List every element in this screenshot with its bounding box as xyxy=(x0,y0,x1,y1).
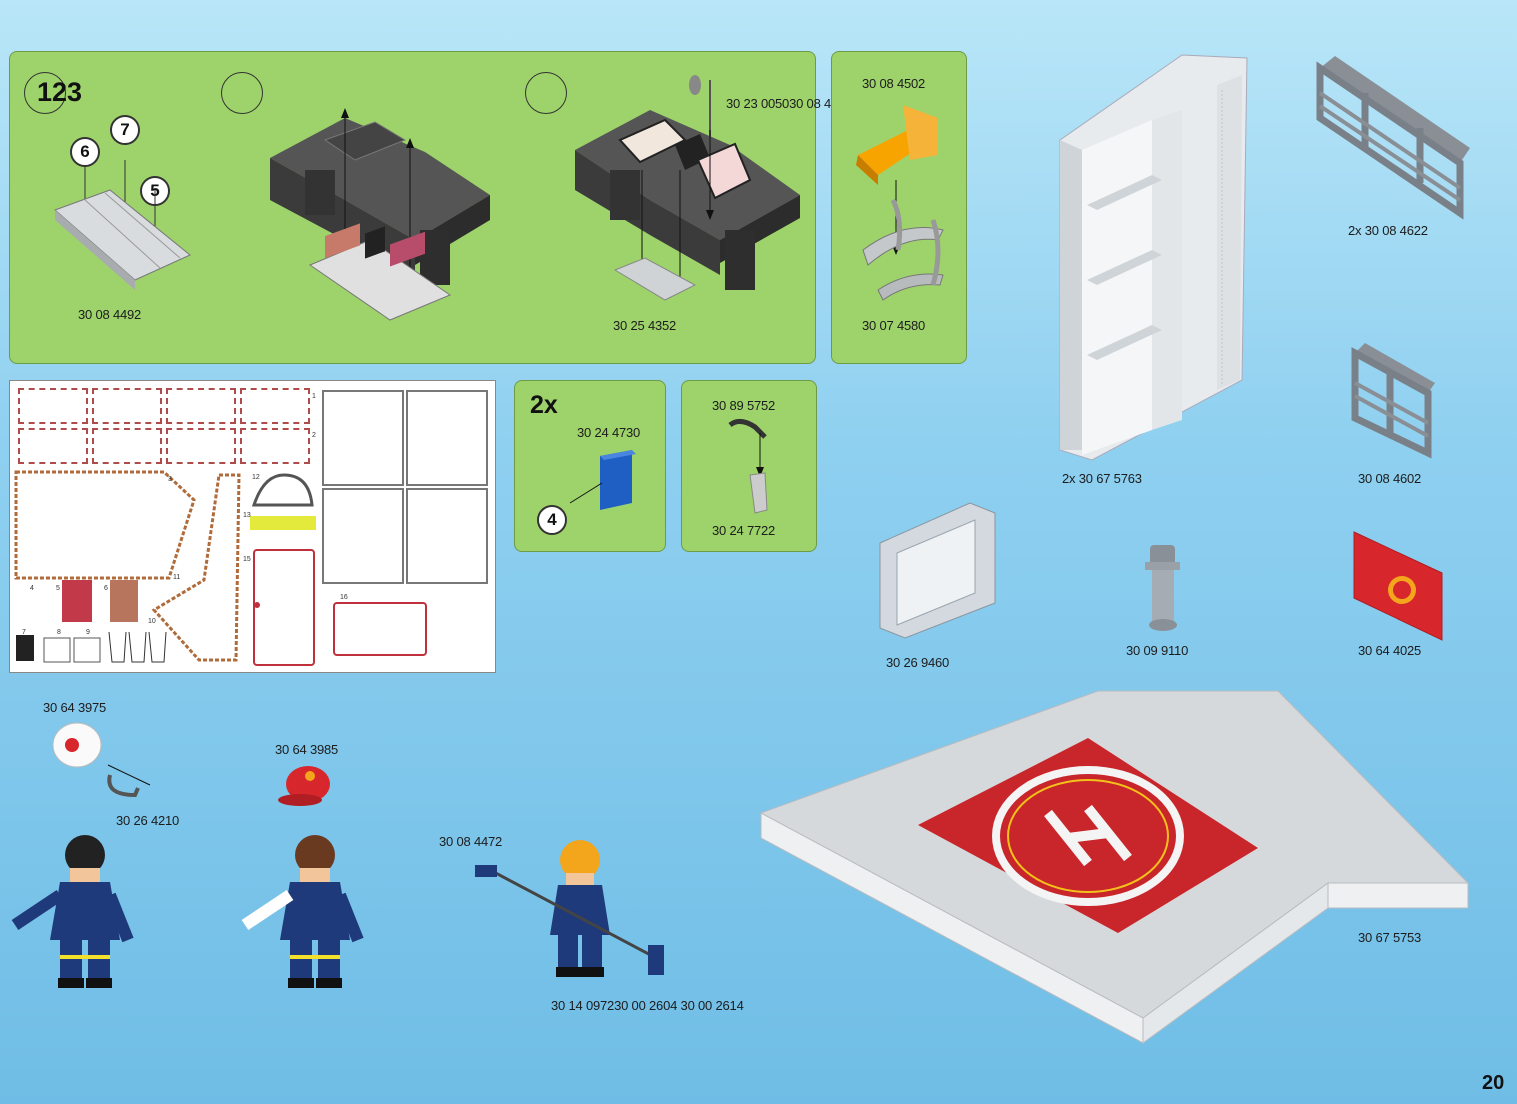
sticker-label-9: 9 xyxy=(86,629,90,636)
firefighter-1-illustration xyxy=(11,835,134,988)
part-label-shelf: 2x 30 67 5763 xyxy=(1062,471,1142,486)
sticker-1c xyxy=(166,388,236,424)
window-illustration xyxy=(879,502,996,639)
clip-illustration xyxy=(728,419,768,514)
part-label-helipad: 30 67 5753 xyxy=(1358,930,1422,945)
part-label-fence-small: 30 08 4602 xyxy=(1358,471,1422,486)
helipad-illustration xyxy=(759,690,1470,1044)
firefighter-2-illustration xyxy=(241,835,364,988)
chair-illustration xyxy=(856,105,944,301)
fence-large-illustration xyxy=(1316,56,1470,220)
shelf-illustration xyxy=(1059,54,1248,461)
sticker-label-5: 5 xyxy=(56,585,60,592)
cap-illustration xyxy=(278,766,330,806)
part-label-window: 30 26 9460 xyxy=(886,655,950,670)
sticker-1a xyxy=(18,388,88,424)
sticker-label-10: 10 xyxy=(148,618,156,625)
sticker-label-3: 3 xyxy=(168,476,172,483)
part-label-mic: 30 23 005030 08 4482 xyxy=(726,96,853,111)
sticker-panel-d xyxy=(406,488,488,584)
sticker-label-11: 11 xyxy=(173,574,181,581)
part-label-hydrant: 30 09 9110 xyxy=(1126,643,1189,658)
sticker-label-7: 7 xyxy=(22,629,26,636)
multiplier-2x: 2x xyxy=(530,391,558,419)
part-label-fence-large: 2x 30 08 4622 xyxy=(1348,223,1428,238)
fence-small-illustration xyxy=(1351,343,1435,459)
step-number: 123 xyxy=(37,77,83,107)
sticker-label-2: 2 xyxy=(312,432,316,439)
sticker-label-13: 13 xyxy=(243,512,251,519)
sticker-label-15: 15 xyxy=(243,556,251,563)
part-label-helmet: 30 64 3975 xyxy=(43,700,107,715)
sticker-1d xyxy=(240,388,310,424)
callout-6: 6 xyxy=(70,137,100,167)
sticker-label-6: 6 xyxy=(104,585,108,592)
firefighter-3-illustration xyxy=(475,840,664,977)
desk-assembled-illustration xyxy=(575,75,800,301)
clip-panel xyxy=(681,380,817,552)
sticker-2d xyxy=(240,428,310,464)
sticker-2a xyxy=(18,428,88,464)
part-label-cap: 30 64 3985 xyxy=(275,742,339,757)
blue-box-illustration xyxy=(569,450,636,510)
sticker-panel-c xyxy=(322,488,404,584)
helmet-illustration xyxy=(52,722,151,798)
sticker-2c xyxy=(166,428,236,464)
hydrant-illustration xyxy=(1145,545,1180,631)
chair-panel xyxy=(831,51,967,364)
callout-7: 7 xyxy=(110,115,140,145)
part-label-visor: 30 26 4210 xyxy=(116,813,180,828)
part-label-blue-box: 30 24 4730 xyxy=(577,425,641,440)
part-label-clip-holder: 30 24 7722 xyxy=(712,523,776,538)
sub-step-circle-2 xyxy=(525,72,567,114)
sticker-label-4: 4 xyxy=(30,585,34,592)
sticker-label-1: 1 xyxy=(312,393,316,400)
sticker-label-16: 16 xyxy=(340,594,348,601)
part-label-chair-seat: 30 08 4502 xyxy=(862,76,926,91)
sticker-1b xyxy=(92,388,162,424)
part-label-clip: 30 89 5752 xyxy=(712,398,776,413)
sticker-label-8: 8 xyxy=(57,629,61,636)
part-label-figures: 30 14 097230 00 2604 30 00 2614 xyxy=(551,998,744,1013)
desk-frame-illustration xyxy=(270,108,490,321)
sticker-panel-a xyxy=(322,390,404,486)
flag-illustration xyxy=(1353,531,1443,641)
blue-box-panel xyxy=(514,380,666,552)
part-label-flag: 30 64 4025 xyxy=(1358,643,1422,658)
sticker-16 xyxy=(333,602,427,656)
page-number: 20 xyxy=(1482,1072,1505,1094)
sub-step-circle-1 xyxy=(221,72,263,114)
sticker-2b xyxy=(92,428,162,464)
callout-4: 4 xyxy=(537,505,567,535)
part-label-chair-base: 30 07 4580 xyxy=(862,318,926,333)
sticker-panel-b xyxy=(406,390,488,486)
part-label-detector: 30 08 4472 xyxy=(439,834,503,849)
part-label-desk: 30 25 4352 xyxy=(613,318,677,333)
tray-illustration xyxy=(54,160,191,290)
step-circle xyxy=(24,72,66,114)
sticker-label-12: 12 xyxy=(252,474,260,481)
sticker-shapes xyxy=(14,470,316,666)
part-label-tray: 30 08 4492 xyxy=(78,307,142,322)
